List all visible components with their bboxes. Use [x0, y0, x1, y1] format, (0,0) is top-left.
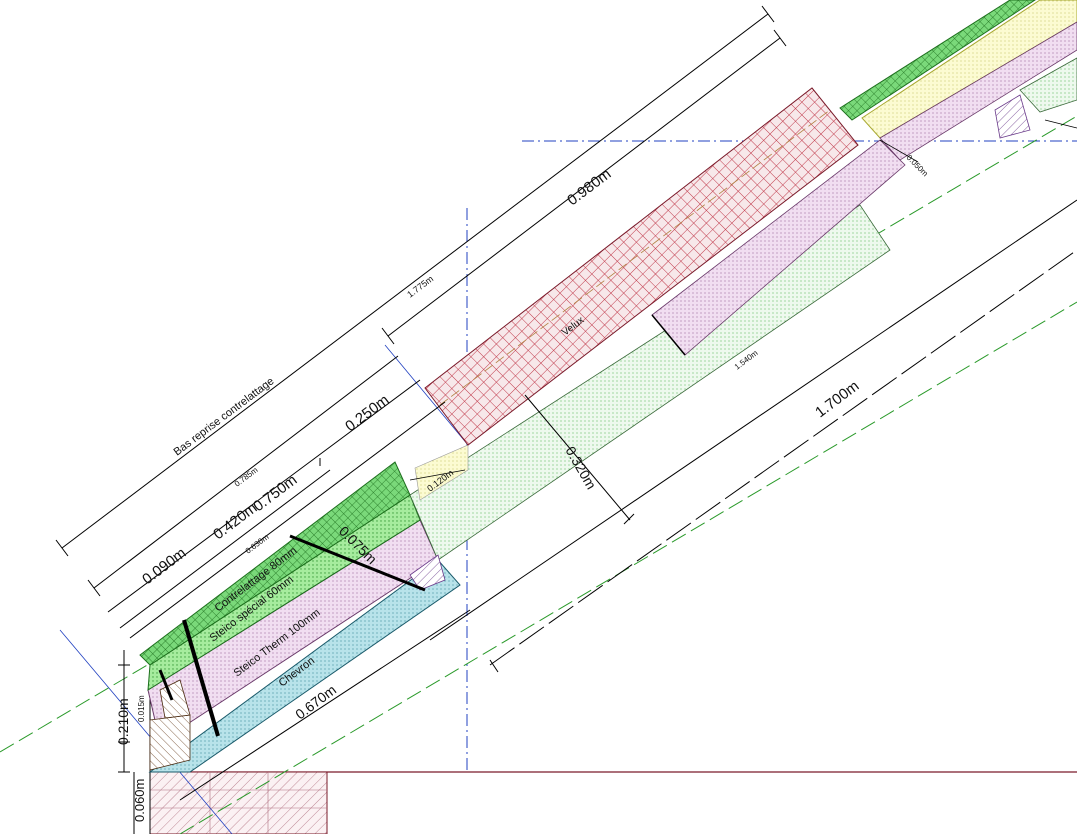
dim-0050: 0.050m	[905, 153, 930, 178]
velux-window	[424, 87, 859, 446]
dim-0630: 0.630m	[244, 532, 271, 555]
dim-0210: 0.210m	[115, 698, 131, 745]
roof-layers	[139, 139, 906, 773]
dim-0980: 0.980m	[564, 165, 614, 209]
contrelattage-layer	[139, 461, 411, 666]
dim-1700: 1.700m	[812, 377, 862, 421]
axis-lines	[59, 140, 1077, 834]
wall-base	[149, 650, 1077, 834]
upper-roof	[839, 0, 1077, 161]
label-bas-reprise: Bas reprise contrelattage	[172, 375, 277, 458]
dim-0785: 0.785m	[233, 465, 260, 488]
dim-0750: 0.750m	[250, 471, 300, 515]
dim-0015: 0.015m	[137, 695, 146, 722]
dim-0250: 0.250m	[342, 391, 392, 435]
chevron-layer	[148, 559, 461, 773]
dimension-lines	[55, 5, 1077, 834]
dim-0060: 0.060m	[132, 779, 147, 822]
eaves-blocks	[149, 554, 446, 771]
yellow-strip	[414, 444, 469, 501]
